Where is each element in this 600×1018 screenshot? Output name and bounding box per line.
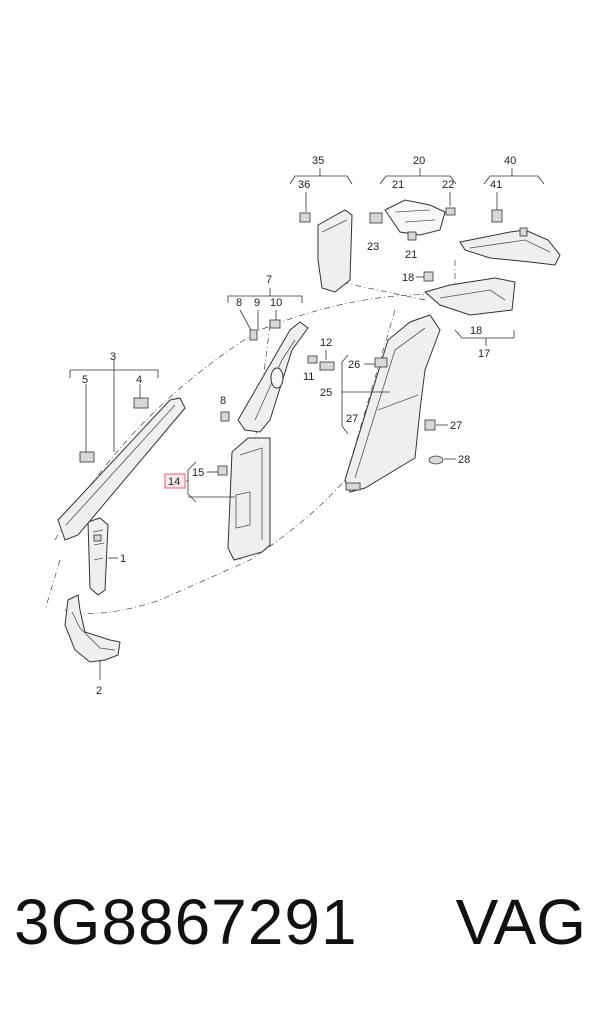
b-pillar-upper-trim <box>237 321 309 433</box>
a-pillar-lower-trim <box>87 517 109 596</box>
b-pillar-lower-trim <box>227 437 271 561</box>
callout-14: 14 <box>168 476 180 488</box>
callout-18-top: 18 <box>402 272 414 284</box>
callout-40: 40 <box>504 155 516 167</box>
clip-18 <box>423 271 434 282</box>
a-pillar-upper-trim <box>57 397 186 541</box>
part-number: 3G8867291 <box>14 886 358 958</box>
callout-9: 9 <box>254 297 260 309</box>
callout-23: 23 <box>367 241 379 253</box>
sill-trim <box>64 594 121 663</box>
upper-pillar-cover <box>317 209 353 293</box>
callout-41: 41 <box>490 179 502 191</box>
callout-1: 1 <box>120 553 126 565</box>
rear-pillar-trim <box>423 277 516 316</box>
callout-22: 22 <box>442 179 454 191</box>
callout-18-bottom: 18 <box>470 325 482 337</box>
callout-36: 36 <box>298 179 310 191</box>
callout-25: 25 <box>320 387 332 399</box>
callout-8-mid: 8 <box>220 395 226 407</box>
clip-12 <box>319 361 335 371</box>
clip-41 <box>491 209 503 223</box>
grommet-28 <box>428 455 444 465</box>
callout-2: 2 <box>96 685 102 697</box>
c-pillar-trim <box>344 314 441 493</box>
clip-15 <box>217 465 228 476</box>
clip-36 <box>299 212 311 223</box>
callout-14-highlight <box>164 473 186 489</box>
parts-diagram: 1 2 3 5 4 7 8 9 10 11 12 14 <box>44 155 561 697</box>
callout-35: 35 <box>312 155 324 167</box>
callout-11: 11 <box>303 371 314 383</box>
clip-8 <box>220 411 230 422</box>
caption: 3G8867291 VAG <box>0 885 600 985</box>
callout-3: 3 <box>110 351 116 363</box>
callout-15: 15 <box>192 467 204 479</box>
roof-edge-trim <box>459 227 561 266</box>
callout-27-right: 27 <box>450 420 462 432</box>
callout-7: 7 <box>266 274 272 286</box>
callout-4: 4 <box>136 374 142 386</box>
callout-28: 28 <box>458 454 470 466</box>
callout-10: 10 <box>270 297 282 309</box>
clip-26 <box>374 357 388 368</box>
callout-26: 26 <box>348 359 360 371</box>
mounting-bracket <box>369 199 456 241</box>
brand-name: VAG <box>455 886 586 958</box>
callout-17: 17 <box>478 348 490 360</box>
callout-12: 12 <box>320 337 332 349</box>
callout-5: 5 <box>82 374 88 386</box>
callout-21-bottom: 21 <box>405 249 417 261</box>
clip-27 <box>424 419 436 431</box>
callout-21-top: 21 <box>392 179 404 191</box>
clip-11 <box>307 355 318 364</box>
callout-27-left: 27 <box>346 413 358 425</box>
callout-20: 20 <box>413 155 425 167</box>
callout-8-top: 8 <box>236 297 242 309</box>
